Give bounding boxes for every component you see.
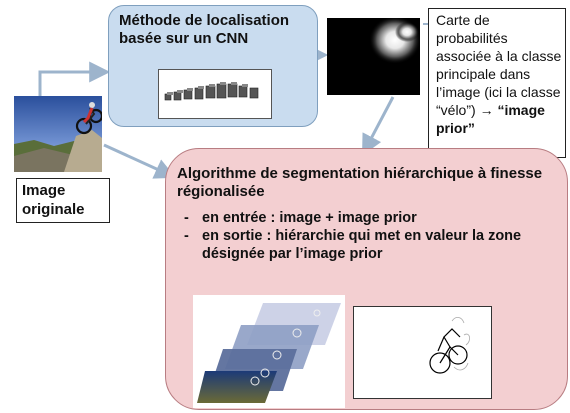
bullet-marker: - [184, 228, 189, 244]
note-image-prior: “image prior” [436, 102, 545, 136]
probability-map-note-box [428, 8, 566, 158]
original-image-label: Image originale [22, 182, 85, 218]
arrow-image-to-seg [103, 143, 176, 179]
segmentation-result-panel [353, 306, 492, 399]
cnn-layers-icon [164, 82, 259, 101]
bullet-output: - en sortie : hiérarchie qui met en vale… [180, 227, 540, 263]
arrow-image-to-cnn [38, 61, 111, 97]
cnn-method-title: Méthode de localisation basée sur un CNN [119, 12, 290, 47]
bullet-input-text: en entrée : image + image prior [202, 210, 417, 226]
segmentation-bullet-list: - en entrée : image + image prior - en s… [180, 209, 540, 263]
original-image-label-box [16, 178, 110, 223]
probability-heatmap [327, 18, 420, 95]
note-arrow: → [479, 102, 494, 118]
probability-map-note: Carte de probabilités associée à la clas… [436, 11, 564, 137]
note-description: Carte de probabilités associée à la clas… [436, 12, 562, 118]
bullet-input: - en entrée : image + image prior [180, 209, 540, 227]
hierarchy-layers-illustration [193, 295, 345, 408]
original-image-photo [14, 96, 102, 172]
bike-contour-drawing [429, 317, 470, 374]
bullet-output-text: en sortie : hiérarchie qui met en valeur… [202, 228, 522, 262]
cnn-architecture-thumbnail [158, 69, 272, 119]
arrow-heatmap-to-seg [362, 96, 395, 156]
segmentation-title: Algorithme de segmentation hiérarchique … [177, 165, 543, 200]
bullet-marker: - [184, 210, 189, 226]
